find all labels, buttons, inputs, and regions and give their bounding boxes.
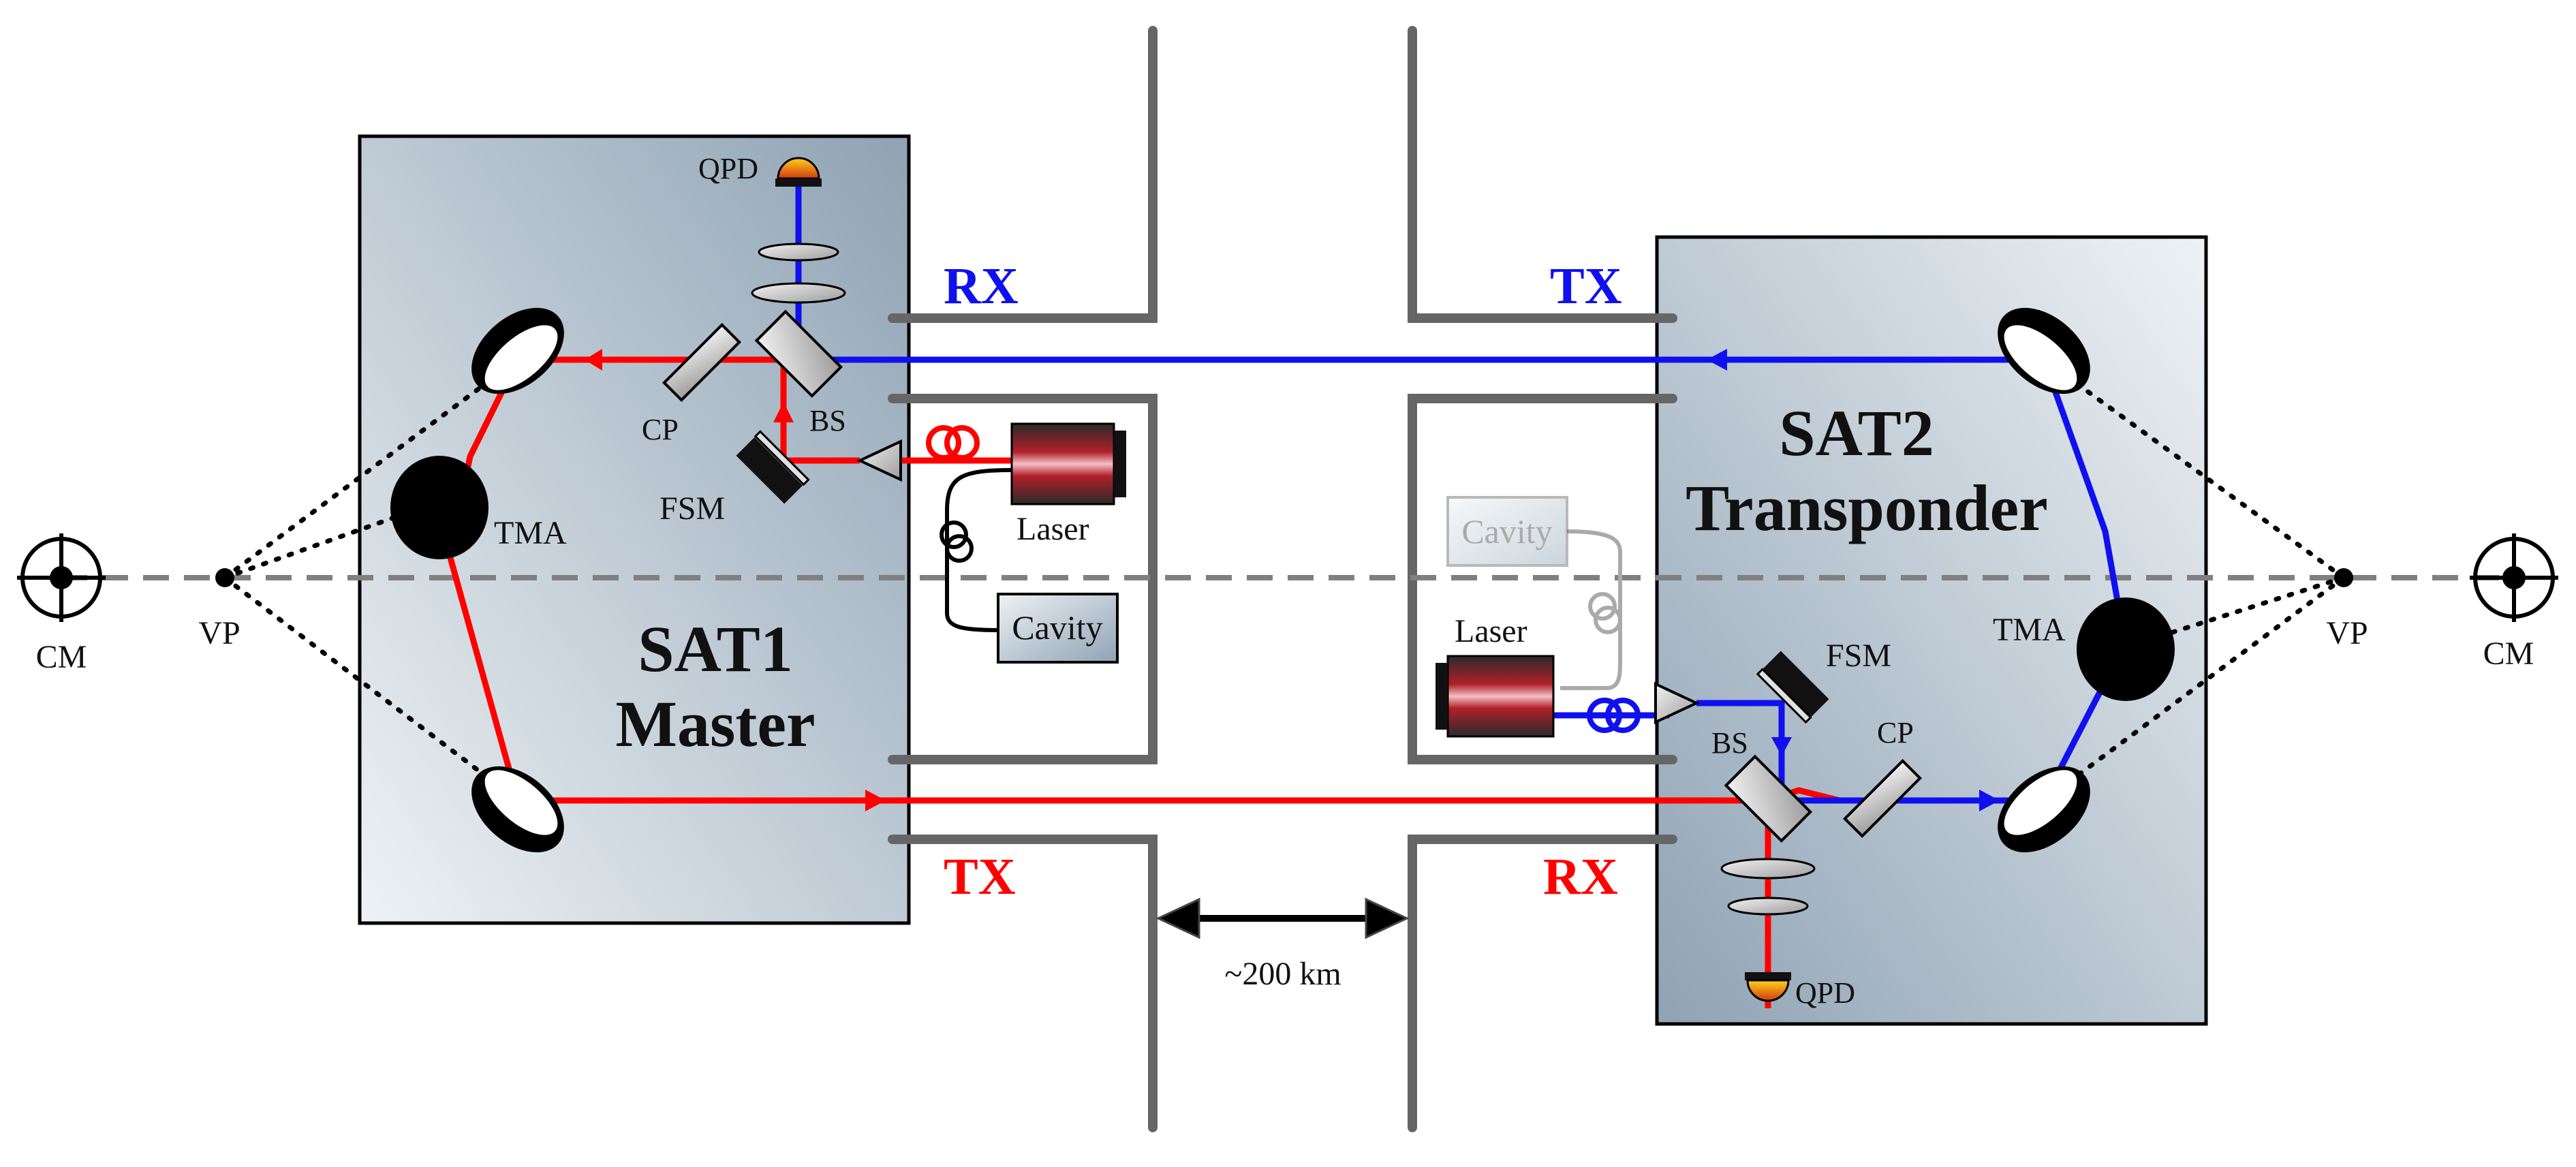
sat1-lens-icon <box>758 243 839 262</box>
sat2-tma-icon <box>2077 597 2175 701</box>
sat1-cm-label: CM <box>36 639 87 675</box>
sat2-rx-label: RX <box>1543 848 1618 905</box>
sat1-vp-label: VP <box>198 615 240 651</box>
sat1-cp-label: CP <box>642 413 679 446</box>
sat1-cm-icon <box>17 533 106 622</box>
sat1-fsm-label: FSM <box>659 491 725 527</box>
distance-label: ~200 km <box>1224 956 1341 992</box>
sat1-compensation-plate-icon <box>662 323 741 402</box>
distance-arrow <box>1155 897 1410 939</box>
sat2-mirror-icon <box>1998 307 2090 394</box>
sat1-tx-label: TX <box>944 848 1016 905</box>
sat2-compensation-plate-icon <box>1843 759 1922 838</box>
sat1-fiber <box>886 425 1012 632</box>
sat2-title-line1: SAT2 <box>1779 396 1934 469</box>
sat2-fiber-coil-icon <box>1587 698 1622 733</box>
sat2-cm-label: CM <box>2483 636 2534 672</box>
sat1-laser-label: Laser <box>1017 511 1089 547</box>
sat1-mirror-icon <box>471 307 564 394</box>
sat1-bs-label: BS <box>809 404 846 437</box>
sat2-cm-icon <box>2470 533 2558 622</box>
sat2-vp-label: VP <box>2326 615 2368 651</box>
sat2-qpd-icon <box>1745 972 1791 1002</box>
sat1-laser-icon <box>1010 422 1126 505</box>
sat1-fsm-icon <box>736 430 810 504</box>
sat1-beamsplitter-icon <box>754 309 843 399</box>
sat2-lens-icon <box>1720 858 1816 880</box>
sat1-tma-label: TMA <box>494 515 567 551</box>
sat2-qpd-label: QPD <box>1795 976 1855 1010</box>
sat2-fiber <box>1553 529 1669 733</box>
sat2-cavity-box: Cavity <box>1446 496 1568 567</box>
sat1-coupler-icon <box>856 439 902 482</box>
sat2-tx-beam <box>795 174 2129 804</box>
sat2-vp-point <box>2334 568 2353 587</box>
sat2-laser-label: Laser <box>1455 613 1527 649</box>
sat1-vp-point <box>215 568 234 587</box>
sat2-fsm-icon <box>1756 651 1829 724</box>
sat2-cp-label: CP <box>1877 716 1914 749</box>
sat2-tma-label: TMA <box>1993 612 2066 648</box>
sat2-cavity-label: Cavity <box>1461 512 1552 550</box>
sat1-tx-arrows <box>585 349 886 811</box>
sat2-title-line2: Transponder <box>1686 471 2048 544</box>
sat2-tx-label: TX <box>1550 258 1622 315</box>
sat1-cavity-box: Cavity <box>997 593 1119 664</box>
sat2-fsm-label: FSM <box>1826 638 1891 674</box>
sat2-laser-icon <box>1436 655 1555 738</box>
sat1-qpd-label: QPD <box>698 152 758 185</box>
sat1-title-line2: Master <box>615 687 815 760</box>
sat2-coupler-icon <box>1654 681 1700 725</box>
sat1-cavity-label: Cavity <box>1012 608 1102 647</box>
sat1-tma-icon <box>390 456 488 559</box>
sat2-beamsplitter-icon <box>1724 754 1813 843</box>
sat2-bs-label: BS <box>1711 726 1748 760</box>
sat2-tx-arrows <box>1707 349 2000 811</box>
sat1-title-line1: SAT1 <box>638 612 793 685</box>
sat1-rx-label: RX <box>944 258 1019 315</box>
sat1-qpd-icon <box>775 157 822 187</box>
sat1-fiber-coil-icon <box>926 425 961 461</box>
